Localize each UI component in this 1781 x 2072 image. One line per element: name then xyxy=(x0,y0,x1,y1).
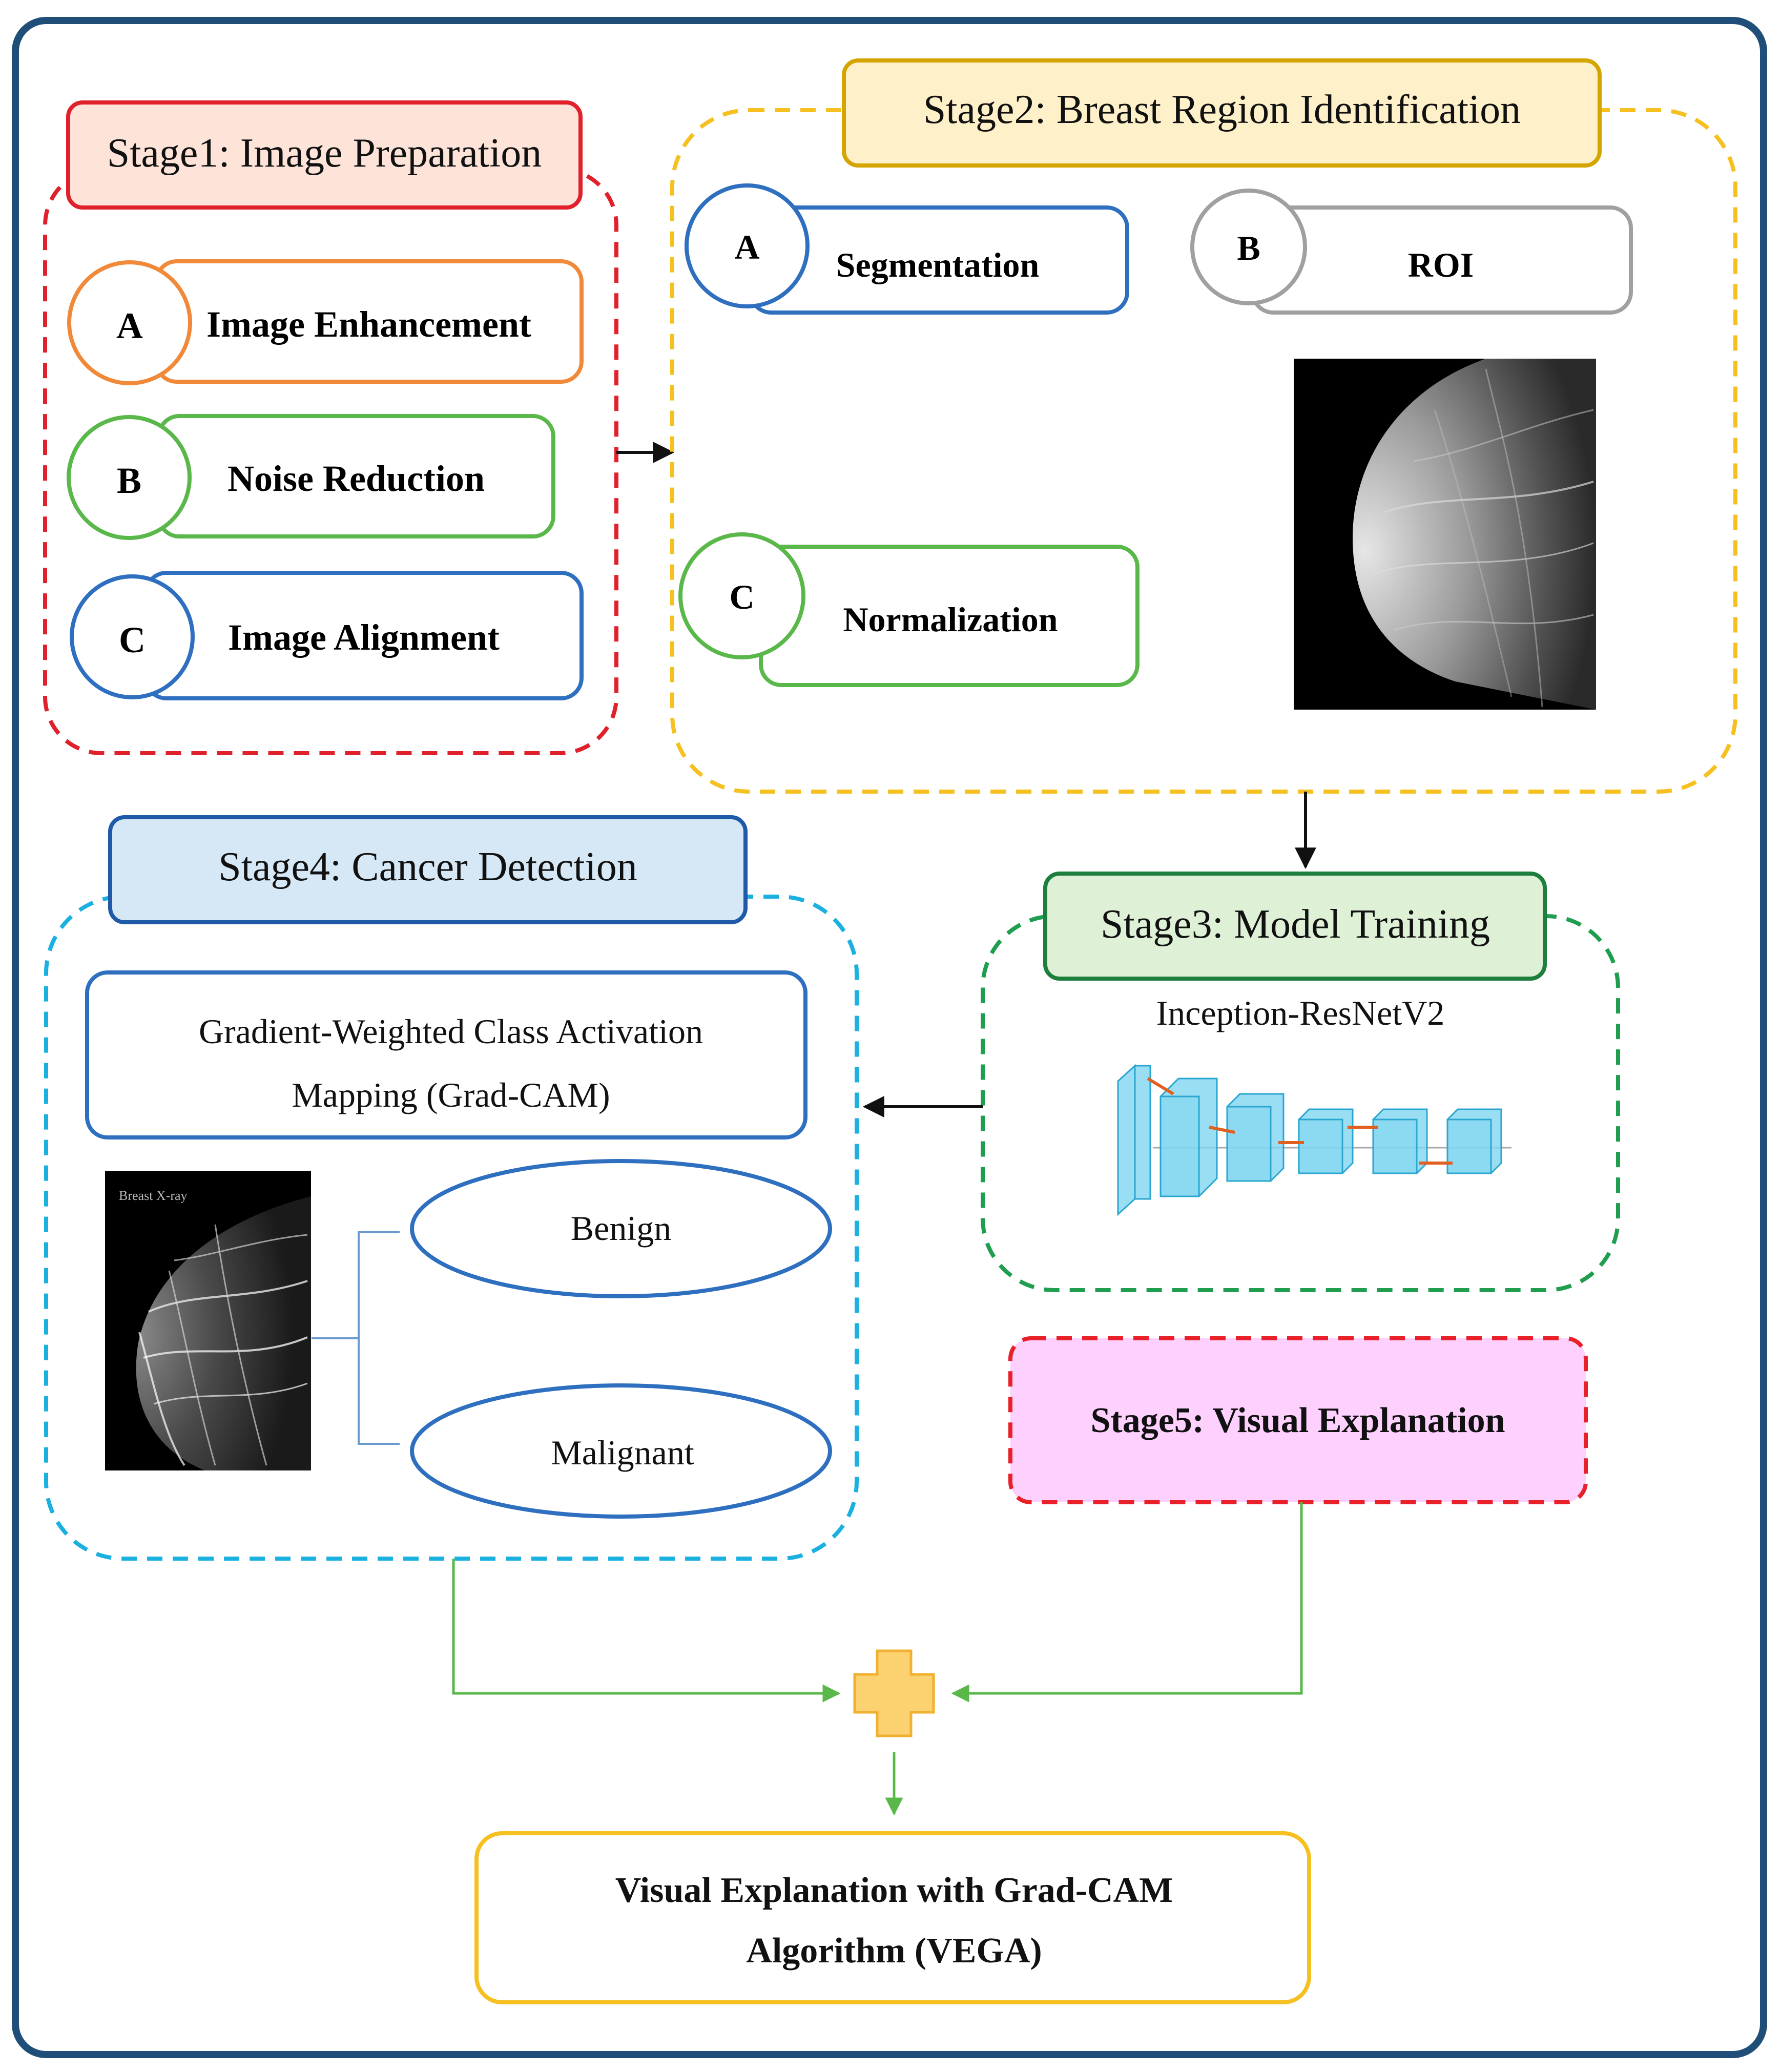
stage1-item-circle xyxy=(67,415,192,540)
stage5-box xyxy=(1008,1336,1588,1504)
output-line1: Visual Explanation with Grad-CAM xyxy=(615,1871,1173,1910)
stage4-container xyxy=(44,895,859,1561)
stage3-title-box xyxy=(1043,872,1547,981)
classification-bracket xyxy=(312,1231,400,1445)
output-line2: Algorithm (VEGA) xyxy=(746,1931,1042,1971)
stage1-item-circle xyxy=(70,574,195,699)
stage2-item-letter: A xyxy=(734,227,759,266)
output-group: Visual Explanation with Grad-CAM Algorit… xyxy=(474,1831,1311,2004)
stage4-title: Stage4: Cancer Detection xyxy=(218,844,637,889)
stage3-model-name: Inception-ResNetV2 xyxy=(1156,993,1445,1032)
stage1-item-label: Noise Reduction xyxy=(227,458,485,499)
stage1-item-label: Image Enhancement xyxy=(206,304,531,345)
stage1-item-letter: C xyxy=(119,619,146,660)
breast-xray-image xyxy=(105,1171,311,1470)
stage5-group: Stage5: Visual Explanation xyxy=(1008,1336,1588,1504)
roi-mammogram-image xyxy=(1294,359,1596,710)
stage2-title: Stage2: Breast Region Identification xyxy=(923,87,1521,132)
stage1-title: Stage1: Image Preparation xyxy=(107,131,542,176)
stage1-item-letter: B xyxy=(117,460,141,501)
stage3-title: Stage3: Model Training xyxy=(1101,902,1490,947)
plus-icon xyxy=(853,1649,935,1737)
gradcam-line1: Gradient-Weighted Class Activation xyxy=(199,1012,703,1051)
class-malignant-ellipse xyxy=(410,1383,832,1519)
stage2-title-box xyxy=(842,58,1602,168)
stage2-item-label: Segmentation xyxy=(836,245,1040,284)
stage1-item-circle xyxy=(67,260,192,385)
stage2-group: Stage2: Breast Region Identification A S… xyxy=(670,58,1737,794)
stage2-item-circle xyxy=(678,532,805,659)
connector-stage4-to-plus xyxy=(452,1559,841,1703)
stage2-item-label: Normalization xyxy=(843,600,1058,639)
stage2-item-letter: B xyxy=(1237,229,1260,267)
xray-caption: Breast X-ray xyxy=(119,1188,188,1203)
stage1-item-letter: A xyxy=(116,305,143,346)
stage2-item-circle xyxy=(685,183,810,308)
stage1-group: Stage1: Image Preparation A Image Enhanc… xyxy=(43,100,618,755)
connector-stage5-to-plus xyxy=(951,1502,1303,1703)
stage3-group: Stage3: Model Training Inception-ResNetV… xyxy=(981,872,1620,1292)
gradcam-line2: Mapping (Grad-CAM) xyxy=(292,1075,610,1114)
stage1-container xyxy=(43,167,618,755)
output-box xyxy=(474,1831,1311,2004)
gradcam-box xyxy=(85,970,807,1139)
network-architecture-icon xyxy=(1117,1064,1511,1216)
stage4-title-box xyxy=(108,815,748,924)
stage1-item-label: Image Alignment xyxy=(228,617,500,658)
stage2-container xyxy=(670,108,1737,794)
stage1-title-box xyxy=(66,100,583,210)
stage4-group: Stage4: Cancer Detection Gradient-Weight… xyxy=(44,815,859,1561)
stage2-item-letter: C xyxy=(729,577,754,616)
class-malignant-label: Malignant xyxy=(551,1433,694,1472)
class-benign-label: Benign xyxy=(571,1209,671,1248)
stage2-item-circle xyxy=(1190,189,1307,305)
stage5-title: Stage5: Visual Explanation xyxy=(1090,1401,1505,1440)
stage2-item-label: ROI xyxy=(1408,245,1474,284)
class-benign-ellipse xyxy=(410,1159,832,1298)
